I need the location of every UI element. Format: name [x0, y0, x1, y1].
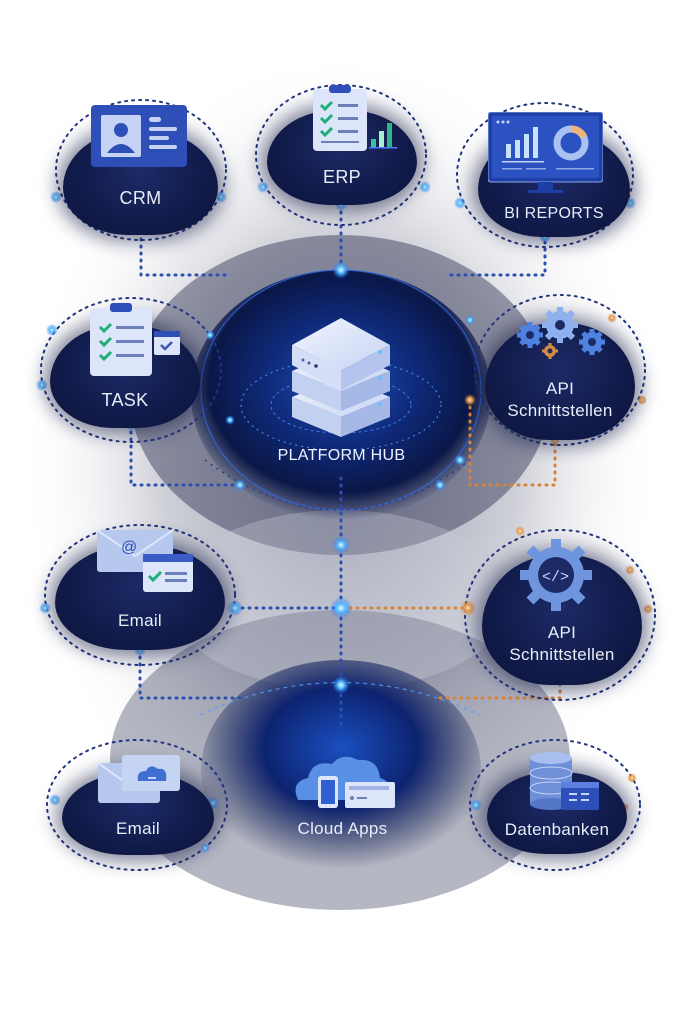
- checklist-chart-icon: [313, 85, 397, 151]
- node-crm[interactable]: CRM: [63, 105, 218, 235]
- dashboard-monitor-icon: [488, 112, 603, 193]
- node-label: Email: [117, 611, 162, 630]
- hub-label: PLATFORM HUB: [277, 447, 406, 464]
- contact-card-icon: [91, 105, 187, 167]
- node-label: BI REPORTS: [504, 205, 604, 222]
- gears-icon: [517, 307, 605, 359]
- node-email-1[interactable]: @ Email: [55, 530, 225, 650]
- node-erp[interactable]: ERP: [267, 85, 417, 205]
- node-api-schnittstellen-2[interactable]: </> API Schnittstellen: [482, 535, 642, 685]
- node-email-2[interactable]: Email: [62, 755, 214, 855]
- svg-text:@: @: [121, 539, 137, 556]
- node-label: CRM: [119, 188, 162, 208]
- node-bi-reports[interactable]: BI REPORTS: [478, 112, 630, 237]
- email-calendar-icon: @: [97, 530, 193, 592]
- node-label: API: [547, 623, 577, 642]
- orange-dots: [460, 313, 653, 811]
- node-label: TASK: [101, 390, 149, 410]
- node-label: Schnittstellen: [507, 401, 613, 420]
- node-label: ERP: [323, 167, 361, 187]
- task-clipboard-icon: [90, 303, 180, 376]
- node-task[interactable]: TASK: [50, 303, 200, 428]
- email-cloud-icon: [98, 755, 180, 803]
- node-label: Schnittstellen: [509, 645, 615, 664]
- node-label: Cloud Apps: [297, 819, 388, 838]
- node-api-schnittstellen-1[interactable]: API Schnittstellen: [485, 305, 635, 440]
- node-label: API: [545, 379, 575, 398]
- node-datenbanken[interactable]: Datenbanken: [487, 752, 627, 854]
- code-gear-icon: </>: [520, 539, 592, 611]
- node-cloud-apps[interactable]: Cloud Apps: [270, 752, 415, 842]
- hub-orbit-inner: [240, 359, 442, 451]
- database-table-icon: [529, 752, 599, 810]
- node-label: Datenbanken: [504, 820, 610, 839]
- node-label: Email: [115, 819, 160, 838]
- svg-text:</>: </>: [542, 569, 569, 586]
- cloud-devices-icon: [295, 756, 395, 808]
- server-stack-icon: [292, 318, 390, 437]
